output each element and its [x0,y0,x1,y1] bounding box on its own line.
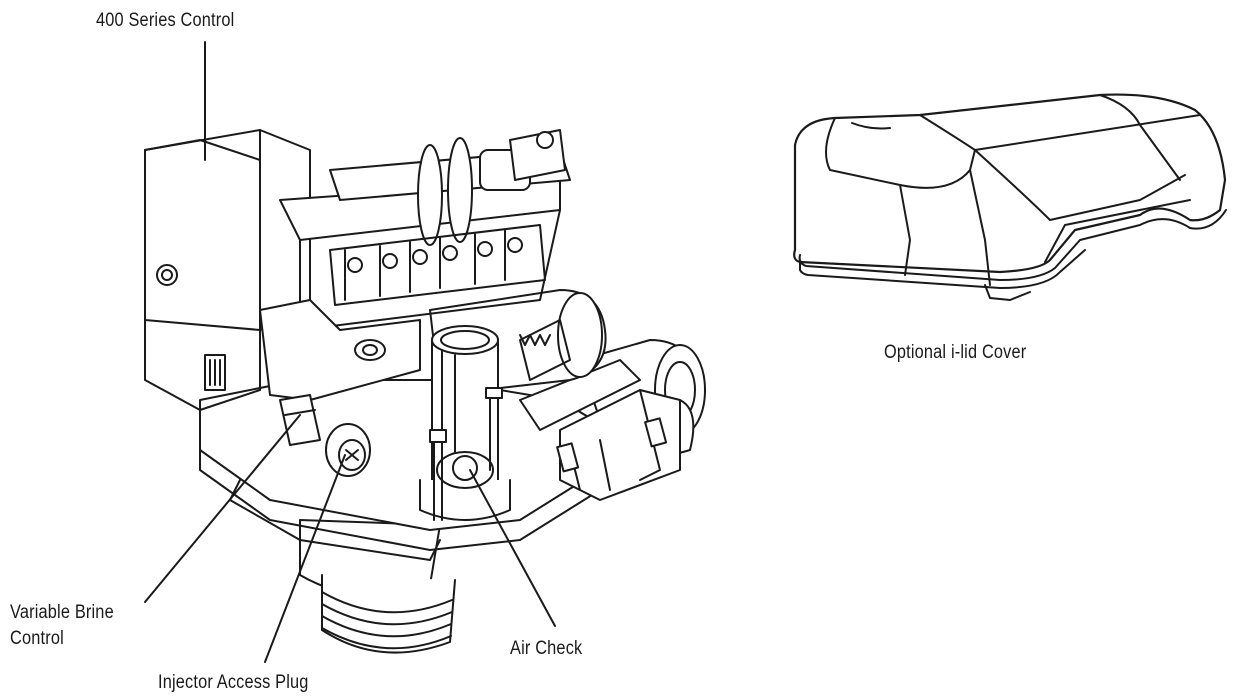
injector-access-plug-part [325,423,371,477]
label-variable-brine-line2: Control [10,628,64,649]
motor-control-box [144,129,311,411]
label-injector-access-plug: Injector Access Plug [158,672,309,693]
ilid-cover-illustration [793,93,1227,301]
label-variable-brine-control: Variable Brine Control [10,600,114,652]
threaded-base [299,519,456,654]
label-air-check: Air Check [510,638,583,659]
leader-line-variable-brine [144,414,301,603]
leader-line-injector [264,454,346,663]
leader-line-air-check [469,469,556,627]
label-optional-ilid-cover: Optional i-lid Cover [884,342,1027,363]
camshaft-assembly [279,129,571,331]
label-400-series-control: 400 Series Control [96,10,235,31]
label-variable-brine-line1: Variable Brine [10,602,114,623]
control-valve-illustration [144,129,706,654]
mount-bracket [259,299,421,401]
air-check-part [419,325,511,521]
